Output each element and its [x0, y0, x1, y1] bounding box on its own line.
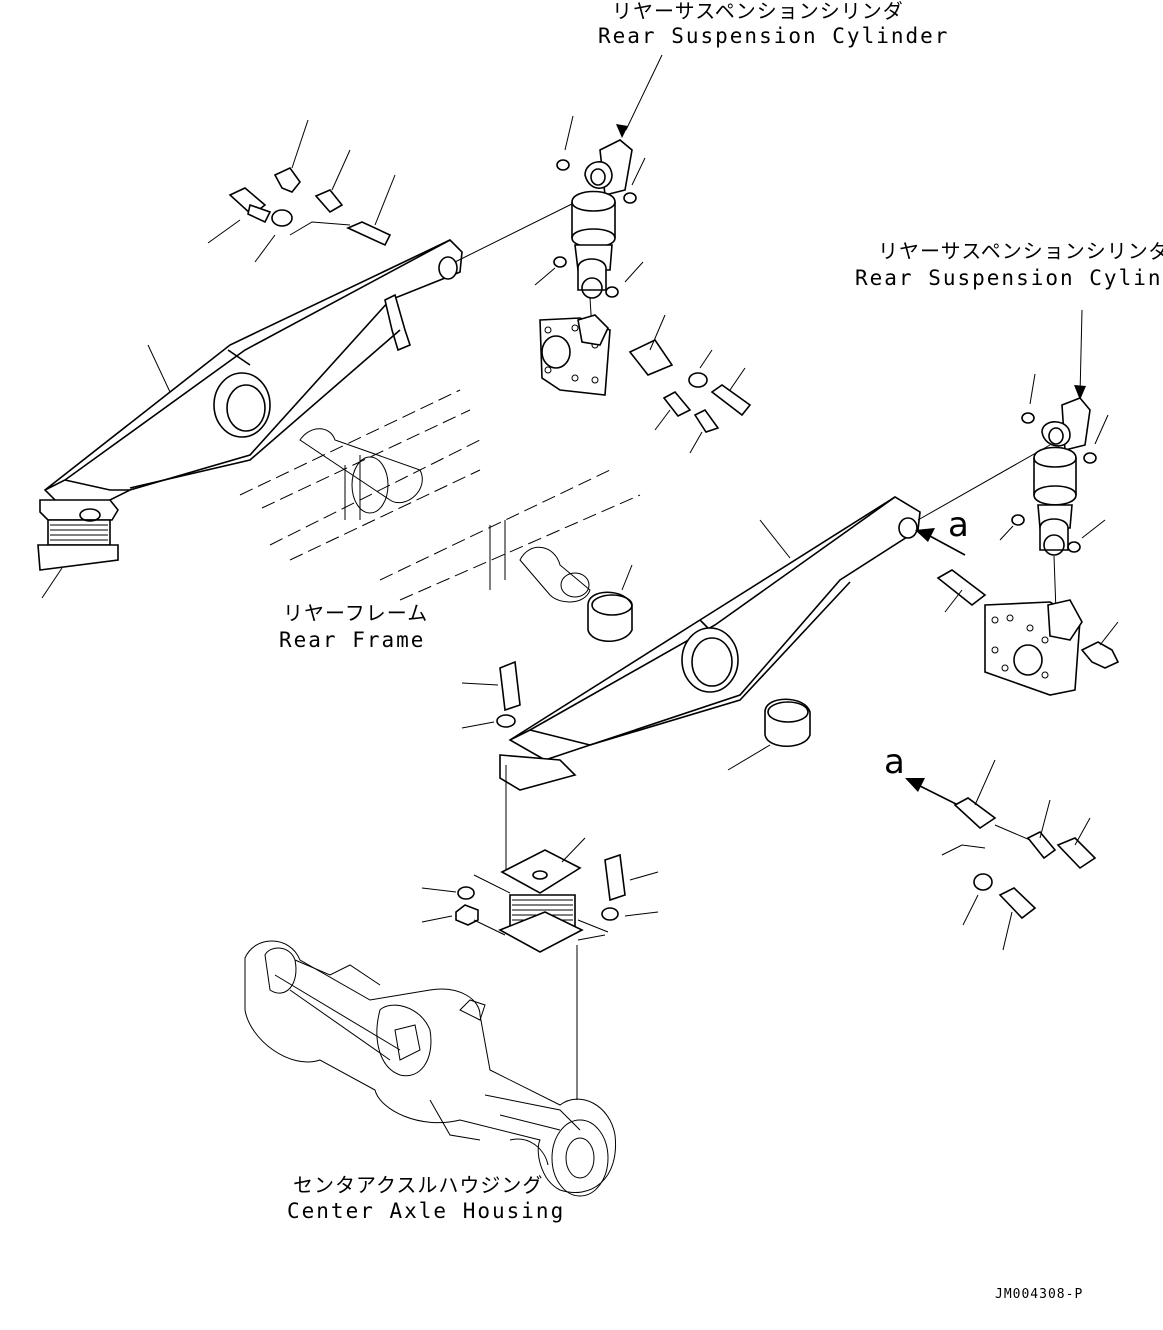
lower-right-hardware: [941, 759, 1097, 951]
marker-a-bottom: a: [884, 742, 905, 782]
bushings: [587, 564, 811, 771]
rear-frame-label-ja: リヤーフレーム: [283, 601, 428, 625]
arrow-marker-a-bottom: [905, 778, 959, 806]
center-mount-assembly: [421, 660, 659, 1100]
left-rear-suspension-cylinder: [534, 54, 752, 454]
left-alignment-line: [454, 194, 591, 263]
marker-a-top: a: [948, 505, 969, 545]
right-suspension-arm: [499, 444, 1051, 791]
axle-housing-label-ja: センタアクスルハウジング: [293, 1173, 543, 1197]
rear-frame-outline: [239, 389, 641, 603]
arrow-marker-a-top: [915, 528, 966, 556]
cylinder-left-label-en: Rear Suspension Cylinder: [598, 24, 949, 48]
axle-housing-label-en: Center Axle Housing: [287, 1199, 565, 1223]
drawing-number: JM004308-P: [995, 1287, 1083, 1302]
right-rear-suspension-cylinder: [936, 309, 1120, 696]
left-cylinder-hardware: [207, 119, 396, 263]
left-suspension-arm: [37, 239, 463, 599]
center-axle-housing: [244, 940, 617, 1197]
cylinder-right-label-en: Rear Suspension Cylinder: [855, 266, 1163, 290]
rear-frame-label-en: Rear Frame: [279, 628, 425, 652]
cylinder-right-label-ja: リヤーサスペンションシリンダ: [878, 239, 1163, 263]
cylinder-left-label-ja: リヤーサスペンションシリンダ: [612, 0, 904, 23]
